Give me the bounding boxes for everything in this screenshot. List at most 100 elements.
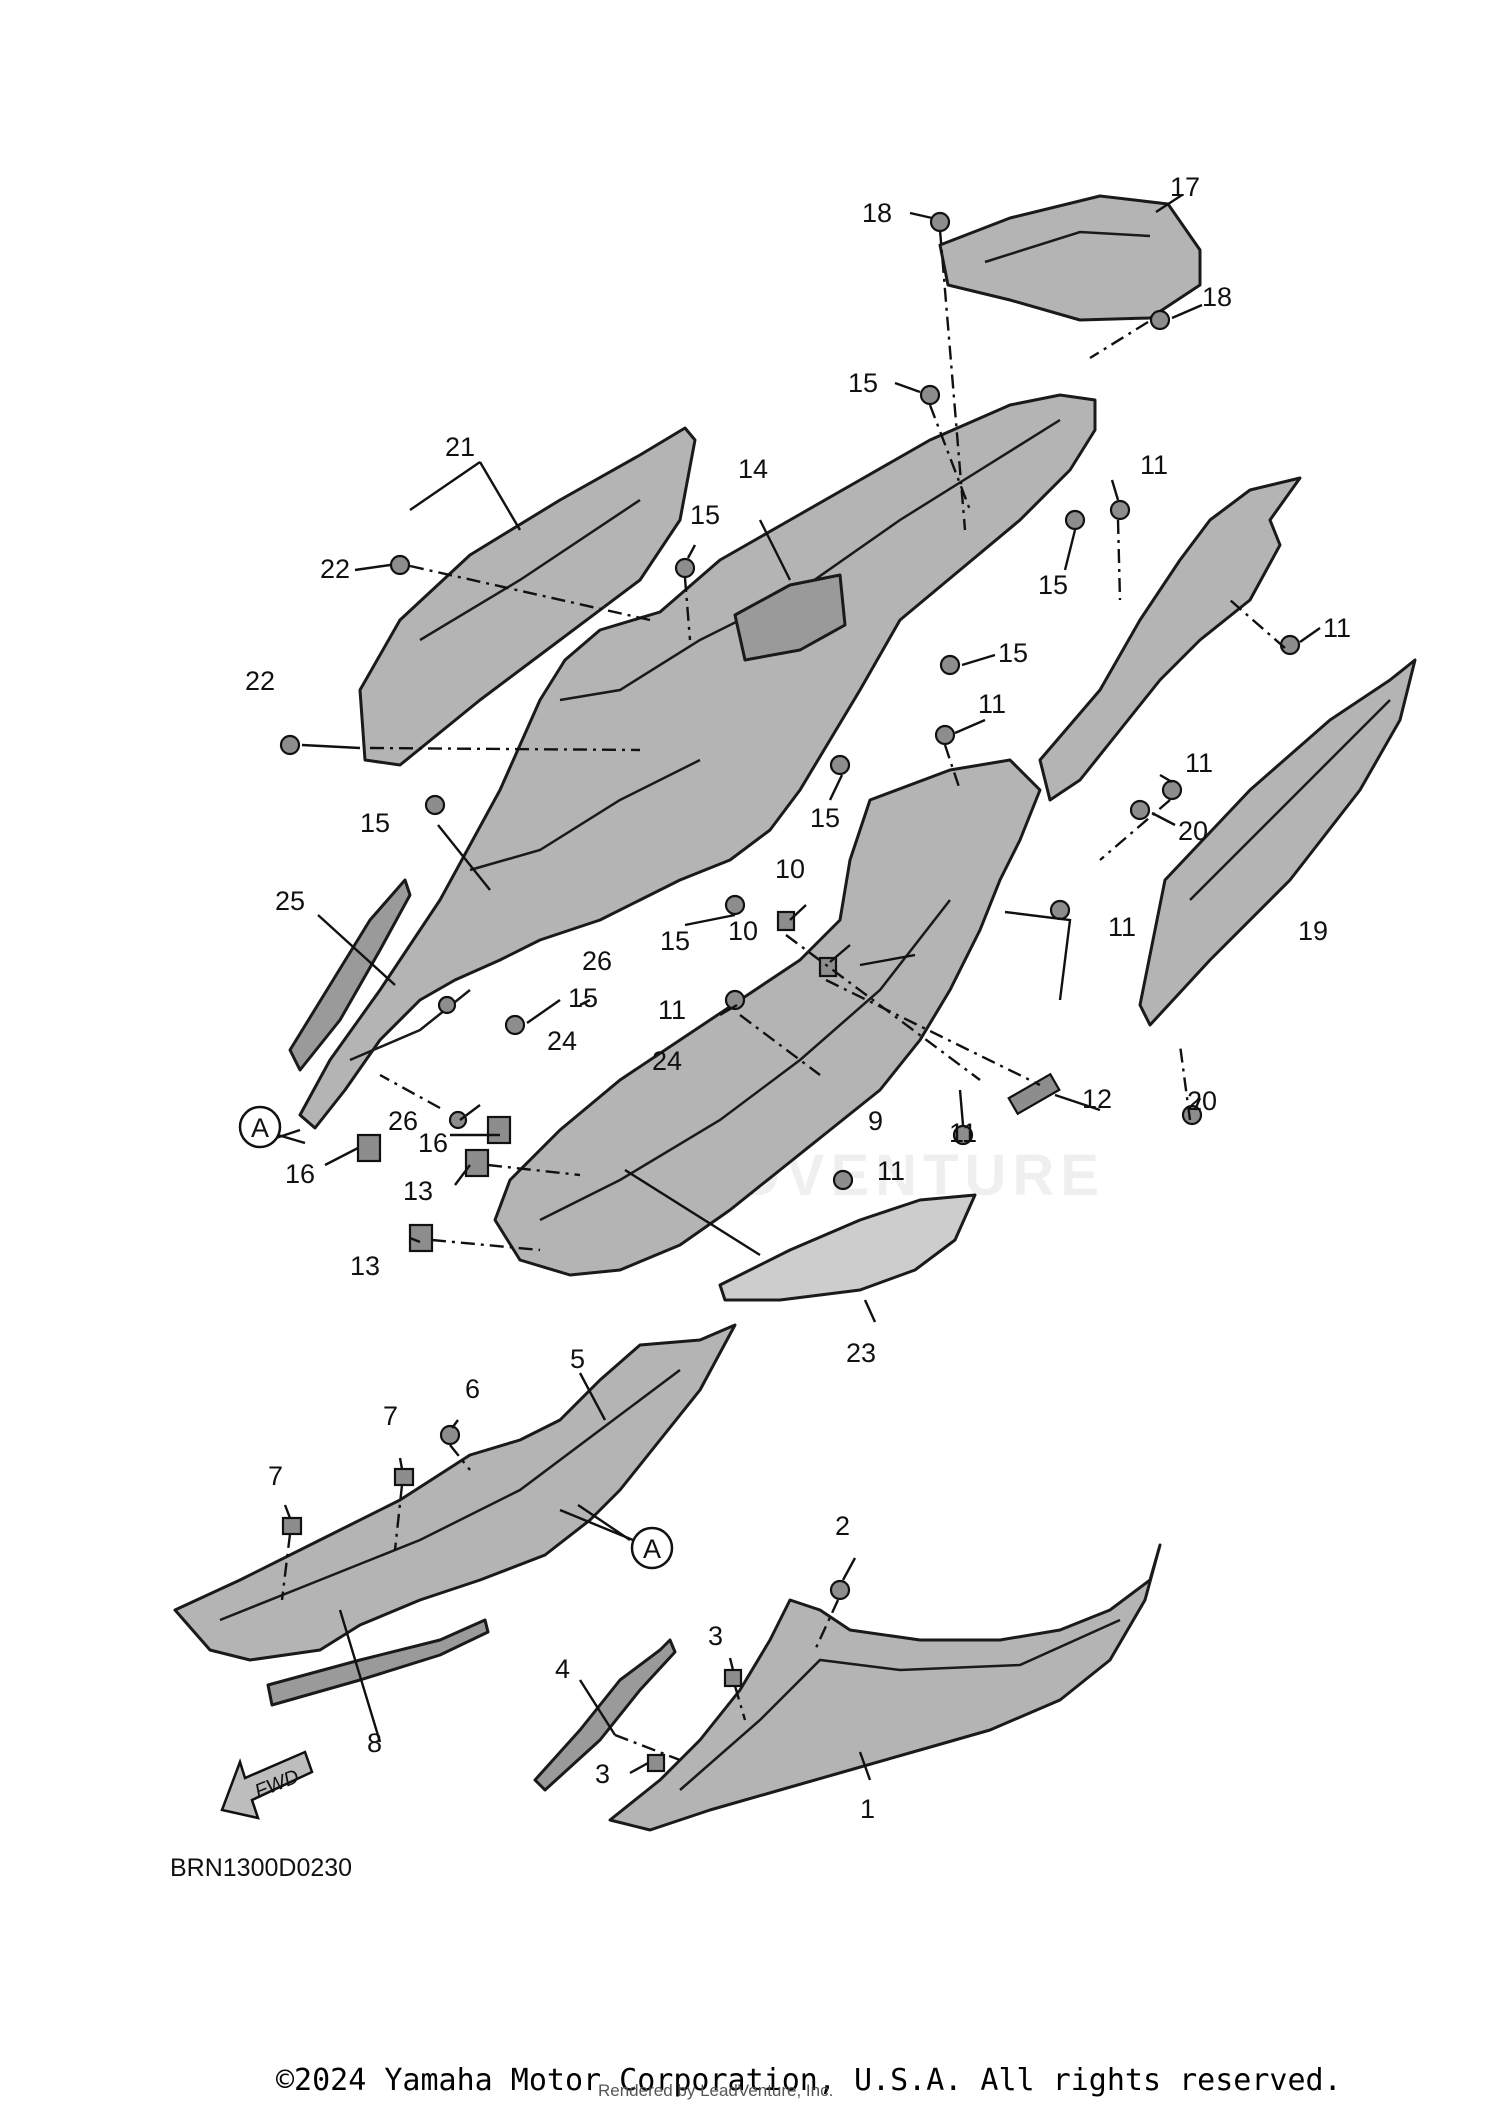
part-16-pad[interactable] <box>356 1133 382 1163</box>
part-14-bracket[interactable] <box>733 573 847 662</box>
part-18-screw[interactable] <box>1149 309 1171 331</box>
callout-7: 7 <box>383 1401 398 1431</box>
part-26-washer[interactable] <box>437 995 457 1015</box>
part-5-side-cover[interactable] <box>173 1323 737 1662</box>
part-15-clip[interactable] <box>724 894 746 916</box>
part-15-clip[interactable] <box>919 384 941 406</box>
callout-9: 9 <box>868 1106 883 1136</box>
callout-15: 15 <box>660 926 690 956</box>
callout-5: 5 <box>570 1344 585 1374</box>
part-21-side-panel[interactable] <box>358 426 697 767</box>
callout-11: 11 <box>877 1156 905 1186</box>
part-1-side-cover[interactable] <box>608 1543 1162 1832</box>
part-19-side-cover[interactable] <box>1138 658 1417 1027</box>
part-11-bolt[interactable] <box>1279 634 1301 656</box>
callout-22: 22 <box>245 666 275 696</box>
part-15-clip[interactable] <box>424 794 446 816</box>
part-11-bolt[interactable] <box>1109 499 1131 521</box>
part-11-bolt[interactable] <box>1161 779 1183 801</box>
part-3-clip[interactable] <box>646 1753 666 1773</box>
callout-19: 19 <box>1298 916 1328 946</box>
part-7-clip[interactable] <box>281 1516 303 1536</box>
callout-12: 12 <box>1082 1084 1112 1114</box>
part-22-screw[interactable] <box>389 554 411 576</box>
part-15-clip[interactable] <box>674 557 696 579</box>
leader-lines <box>269 193 1321 1781</box>
part-3-clip[interactable] <box>723 1668 743 1688</box>
part-18-screw[interactable] <box>929 211 951 233</box>
callout-3: 3 <box>708 1621 723 1651</box>
reference-marker-a-upper: A <box>238 1105 306 1149</box>
part-25-trim-strip[interactable] <box>288 878 412 1072</box>
part-11-bolt[interactable] <box>724 989 746 1011</box>
svg-text:A: A <box>643 1534 661 1564</box>
callout-24: 24 <box>652 1046 682 1076</box>
callout-15: 15 <box>568 983 598 1013</box>
callout-11: 11 <box>1185 748 1213 778</box>
callout-11: 11 <box>658 995 686 1025</box>
callout-11: 11 <box>1140 450 1168 480</box>
callout-15: 15 <box>690 500 720 530</box>
callout-14: 14 <box>738 454 768 484</box>
forward-direction-arrow: FWD <box>220 1750 314 1820</box>
part-7-clip[interactable] <box>393 1467 415 1487</box>
part-23-lower-panel[interactable] <box>718 1193 977 1302</box>
callout-15: 15 <box>998 638 1028 668</box>
callout-15: 15 <box>360 808 390 838</box>
callout-labels: 17 18 18 15 21 14 15 22 15 11 11 15 22 1… <box>245 172 1351 1824</box>
callout-23: 23 <box>846 1338 876 1368</box>
part-11-bolt[interactable] <box>1049 899 1071 921</box>
part-6-screw[interactable] <box>439 1424 461 1446</box>
reference-marker-a-lower: A <box>559 1508 674 1570</box>
part-11-bolt[interactable] <box>832 1169 854 1191</box>
svg-text:A: A <box>251 1113 269 1143</box>
callout-22: 22 <box>320 554 350 584</box>
part-20-screw[interactable] <box>1129 799 1151 821</box>
part-2-screw[interactable] <box>829 1579 851 1601</box>
callout-11: 11 <box>949 1118 977 1148</box>
part-15-clip[interactable] <box>939 654 961 676</box>
rendered-by-note: Rendered by LeadVenture, Inc. <box>598 2081 834 2100</box>
part-9-lower-body[interactable] <box>493 758 1042 1277</box>
callout-11: 11 <box>1108 912 1136 942</box>
callout-17: 17 <box>1170 172 1200 202</box>
part-17-cover[interactable] <box>938 194 1202 322</box>
part-13-pad[interactable] <box>464 1148 490 1178</box>
fasteners <box>279 211 1301 1773</box>
callout-18: 18 <box>862 198 892 228</box>
callout-15: 15 <box>810 803 840 833</box>
callout-26: 26 <box>388 1106 418 1136</box>
callout-10: 10 <box>775 854 805 884</box>
callout-13: 13 <box>403 1176 433 1206</box>
part-26-washer[interactable] <box>448 1110 468 1130</box>
part-12-reflector[interactable] <box>1007 1072 1061 1116</box>
part-15-clip[interactable] <box>504 1014 526 1036</box>
part-22-nut[interactable] <box>279 734 301 756</box>
part-13-pad[interactable] <box>408 1223 434 1253</box>
part-15-clip[interactable] <box>1064 509 1086 531</box>
callout-21: 21 <box>445 432 475 462</box>
part-10-clip[interactable] <box>776 910 796 932</box>
callout-10: 10 <box>728 916 758 946</box>
part-10-clip[interactable] <box>818 956 838 978</box>
diagram-code: BRN1300D0230 <box>170 1854 352 1882</box>
callout-6: 6 <box>465 1374 480 1404</box>
callout-15: 15 <box>1038 570 1068 600</box>
copyright-notice: ©2024 Yamaha Motor Corporation, U.S.A. A… <box>276 2063 1342 2098</box>
part-8-trim-strip[interactable] <box>266 1618 490 1707</box>
part-11-bolt[interactable] <box>934 724 956 746</box>
callout-7: 7 <box>268 1461 283 1491</box>
part-4-trim-strip[interactable] <box>533 1638 677 1792</box>
callout-20: 20 <box>1178 816 1208 846</box>
part-16-pad[interactable] <box>486 1115 512 1145</box>
callout-20: 20 <box>1187 1086 1217 1116</box>
part-15-clip[interactable] <box>829 754 851 776</box>
callout-18: 18 <box>1202 282 1232 312</box>
part-20-screw[interactable] <box>1181 1104 1203 1126</box>
callout-13: 13 <box>350 1251 380 1281</box>
part-11-bolt[interactable] <box>952 1124 974 1146</box>
callout-2: 2 <box>835 1511 850 1541</box>
callout-16: 16 <box>285 1159 315 1189</box>
part-rear-frame-right[interactable] <box>1038 476 1302 802</box>
